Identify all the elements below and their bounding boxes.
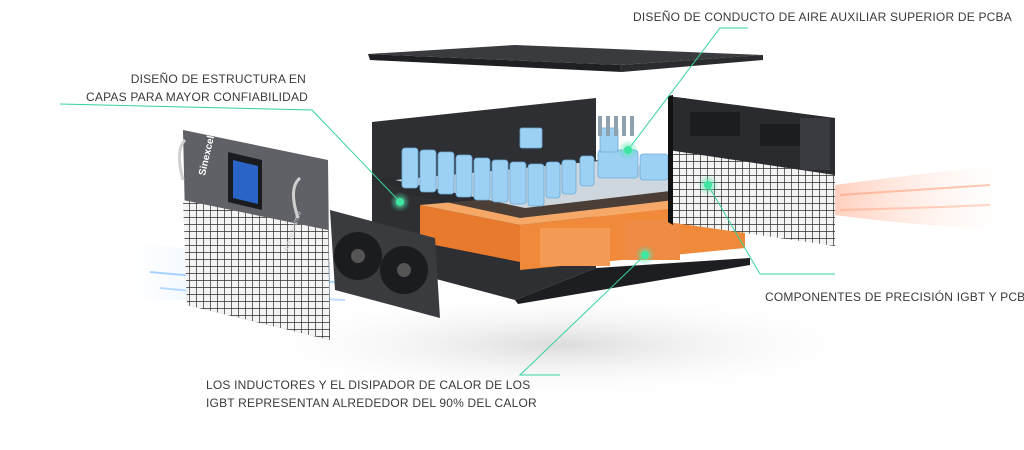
display-screen — [233, 160, 258, 204]
callout-markers — [390, 140, 718, 265]
callout-inductors-heat-line2: IGBT REPRESENTAN ALREDEDOR DEL 90% DEL C… — [206, 396, 537, 410]
hot-airflow — [835, 165, 1000, 230]
inductor-heatsink-block — [420, 205, 520, 262]
callout-precision-components: COMPONENTES DE PRECISIÓN IGBT Y PCBA — [765, 290, 1024, 304]
floor-shadow — [230, 290, 890, 400]
heatsink-fins — [598, 116, 634, 136]
callout-inductors-heat: LOS INDUCTORES Y EL DISIPADOR DE CALOR D… — [206, 376, 537, 412]
callout-lines — [59, 27, 835, 376]
front-panel: Sinexcel Active Harmo — [178, 130, 330, 340]
callout-layered-structure-line2: CAPAS PARA MAYOR CONFIABILIDAD — [86, 90, 309, 104]
callout-layered-structure-line1: DISEÑO DE ESTRUCTURA EN — [130, 72, 306, 86]
rear-mesh-panel — [668, 95, 835, 246]
top-lid — [368, 45, 763, 72]
callout-layered-structure: DISEÑO DE ESTRUCTURA EN CAPAS PARA MAYOR… — [86, 70, 309, 106]
callout-pcba-air-duct: DISEÑO DE CONDUCTO DE AIRE AUXILIAR SUPE… — [633, 10, 1012, 24]
callout-inductors-heat-line1: LOS INDUCTORES Y EL DISIPADOR DE CALOR D… — [206, 378, 531, 392]
cooling-fans — [330, 210, 440, 318]
